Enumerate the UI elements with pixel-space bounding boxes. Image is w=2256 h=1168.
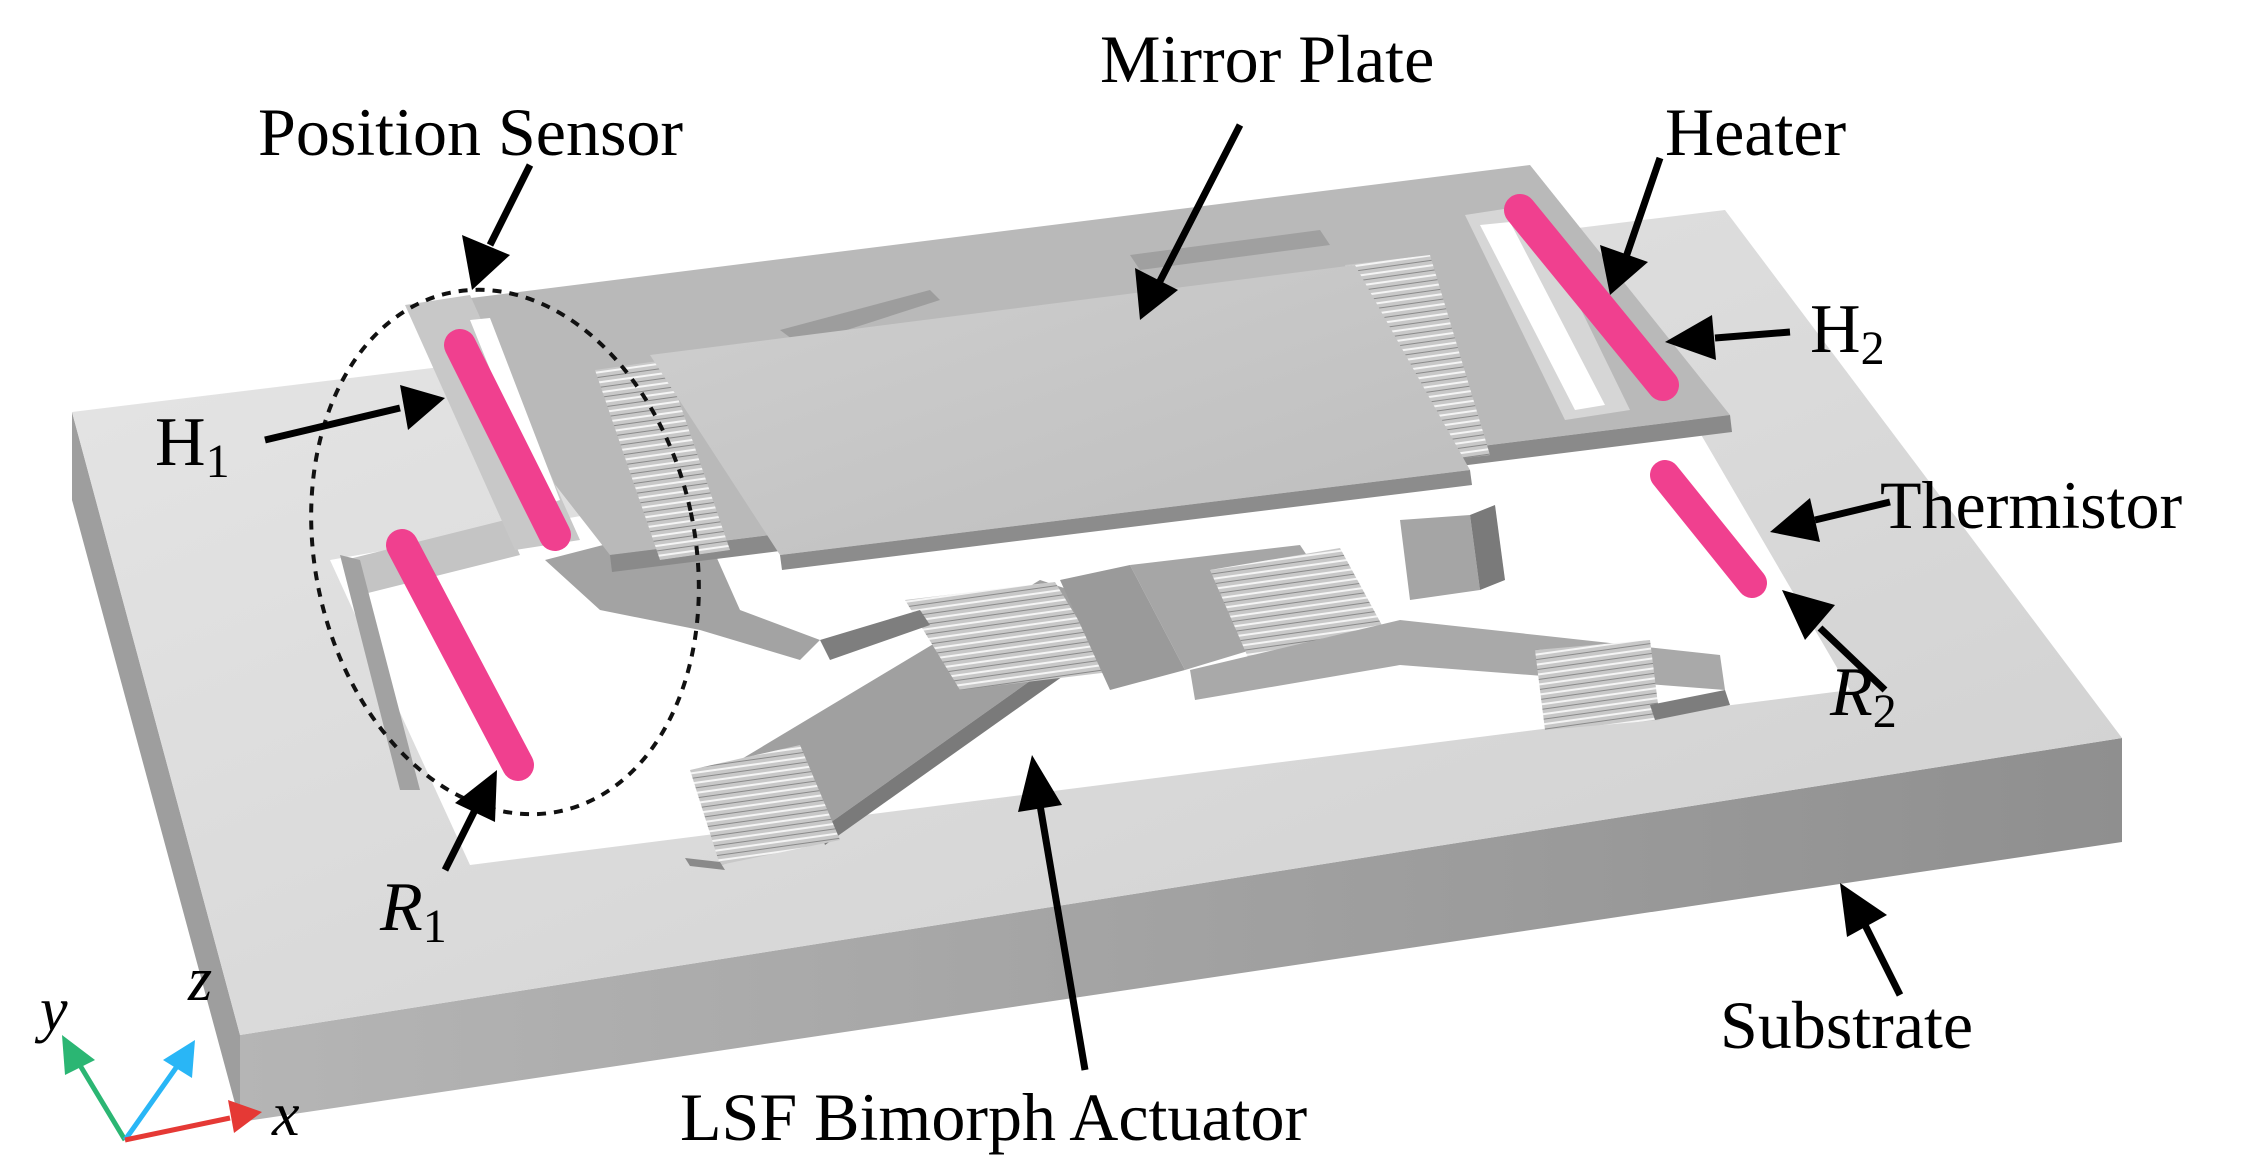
- mirror-plate: [650, 265, 1472, 570]
- thermistor-r2: [1650, 460, 1767, 598]
- heater-h2: [1504, 194, 1679, 401]
- label-r1: R1: [379, 869, 447, 953]
- label-position-sensor: Position Sensor: [258, 94, 683, 170]
- axis-label-x: x: [271, 1081, 300, 1149]
- label-thermistor: Thermistor: [1880, 467, 2183, 543]
- position-sensor-outline: [309, 287, 701, 817]
- label-substrate: Substrate: [1720, 987, 1973, 1063]
- label-mirror-plate: Mirror Plate: [1100, 21, 1434, 97]
- comb-fingers: [595, 255, 1490, 560]
- label-r2: R2: [1829, 654, 1897, 738]
- sensor-r1: [386, 529, 534, 781]
- lsf-bimorph-actuators: [340, 505, 1730, 870]
- label-h1: H1: [155, 404, 230, 488]
- axis-label-z: z: [187, 946, 212, 1014]
- label-lsf-bimorph-actuator: LSF Bimorph Actuator: [680, 1079, 1307, 1155]
- label-h2: H2: [1810, 291, 1885, 375]
- coordinate-axes: y z x: [34, 946, 300, 1149]
- resistive-elements: [386, 194, 1767, 781]
- annotation-arrows: [264, 123, 1904, 1071]
- label-heater: Heater: [1665, 94, 1847, 170]
- axis-label-y: y: [34, 976, 68, 1044]
- heater-h1: [444, 329, 571, 551]
